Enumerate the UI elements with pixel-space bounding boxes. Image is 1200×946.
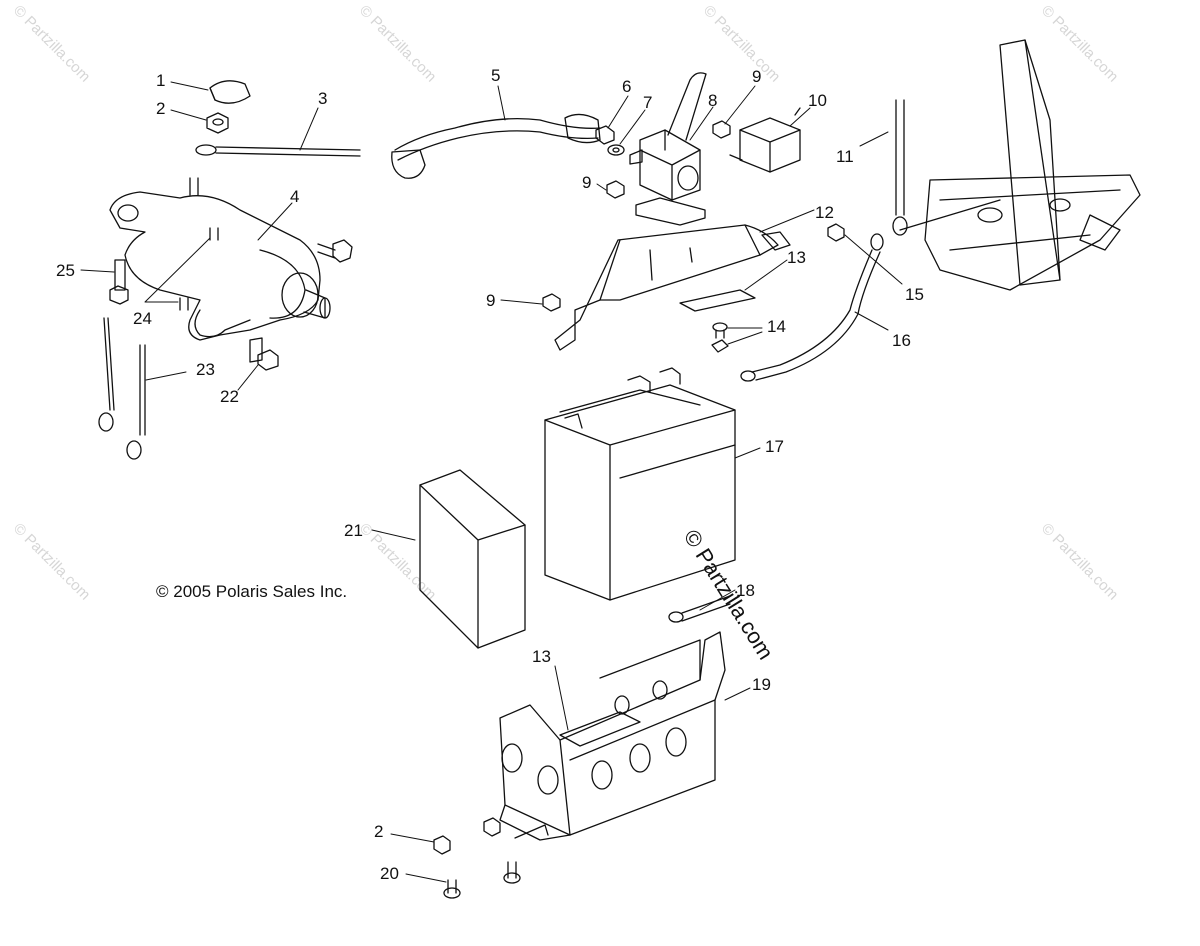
part-9-nut-a (712, 120, 731, 139)
copyright-text: © 2005 Polaris Sales Inc. (156, 582, 348, 601)
callout-21: 21 (344, 521, 363, 540)
callout-15: 15 (905, 285, 924, 304)
callout-1: 1 (156, 71, 166, 90)
part-13-pad-upper (679, 289, 756, 312)
callout-6: 6 (622, 77, 632, 96)
part-18-bolt (668, 595, 731, 623)
callout-4: 4 (290, 187, 300, 206)
part-17-battery (544, 367, 736, 601)
frame-bracket (899, 39, 1141, 291)
part-16-ground-cable (740, 233, 884, 382)
part-11-cable (892, 99, 908, 236)
callout-10: 10 (808, 91, 827, 110)
part-22-bolt (249, 337, 279, 371)
part-12-battery-bracket (554, 224, 791, 351)
part-10-relay (729, 107, 801, 173)
callout-24: 24 (133, 309, 152, 328)
part-25-bolt (109, 259, 129, 305)
part-23-cable-tie-b (126, 344, 146, 460)
part-4-starter-motor (109, 177, 331, 341)
callout-13-upper: 13 (787, 248, 806, 267)
part-6-nut (595, 125, 615, 145)
callout-5: 5 (491, 66, 501, 85)
callout-23: 23 (196, 360, 215, 379)
callout-9-b: 9 (582, 173, 592, 192)
part-21-pad (419, 469, 526, 649)
callout-18: 18 (736, 581, 755, 600)
part-13-pad-lower (559, 711, 641, 747)
callout-13-lower: 13 (532, 647, 551, 666)
callout-14: 14 (767, 317, 786, 336)
part-2-nut (206, 112, 229, 134)
callout-25: 25 (56, 261, 75, 280)
callout-12: 12 (815, 203, 834, 222)
callout-16: 16 (892, 331, 911, 350)
part-19-battery-box (499, 631, 726, 841)
starter-bolt (317, 239, 353, 263)
part-23-cable-tie-a (98, 317, 115, 432)
part-20-bolt-a (443, 879, 461, 899)
part-8-solenoid (629, 72, 707, 226)
callout-17: 17 (765, 437, 784, 456)
part-7-washer (607, 144, 625, 156)
part-5-cable-boot (391, 113, 601, 179)
part-15-nut (827, 223, 845, 242)
part-20-bolt-b (503, 861, 521, 884)
part-9-nut-c (542, 293, 561, 312)
callout-9-c: 9 (486, 291, 496, 310)
callout-9-a: 9 (752, 67, 762, 86)
part-14-screws (711, 322, 729, 353)
callout-8: 8 (708, 91, 718, 110)
callout-3: 3 (318, 89, 328, 108)
callout-11: 11 (836, 147, 854, 166)
leader-lines (80, 81, 903, 883)
part-2-nut-lower-b (483, 817, 501, 837)
callout-22: 22 (220, 387, 239, 406)
part-3-cable (195, 144, 361, 157)
part-1-boot-cap (209, 80, 251, 104)
callout-19: 19 (752, 675, 771, 694)
part-9-nut-b (606, 180, 625, 199)
callout-20: 20 (380, 864, 399, 883)
callout-2-lower: 2 (374, 822, 384, 841)
part-2-nut-lower-a (433, 835, 451, 855)
callout-2: 2 (156, 99, 166, 118)
callout-7: 7 (643, 93, 653, 112)
